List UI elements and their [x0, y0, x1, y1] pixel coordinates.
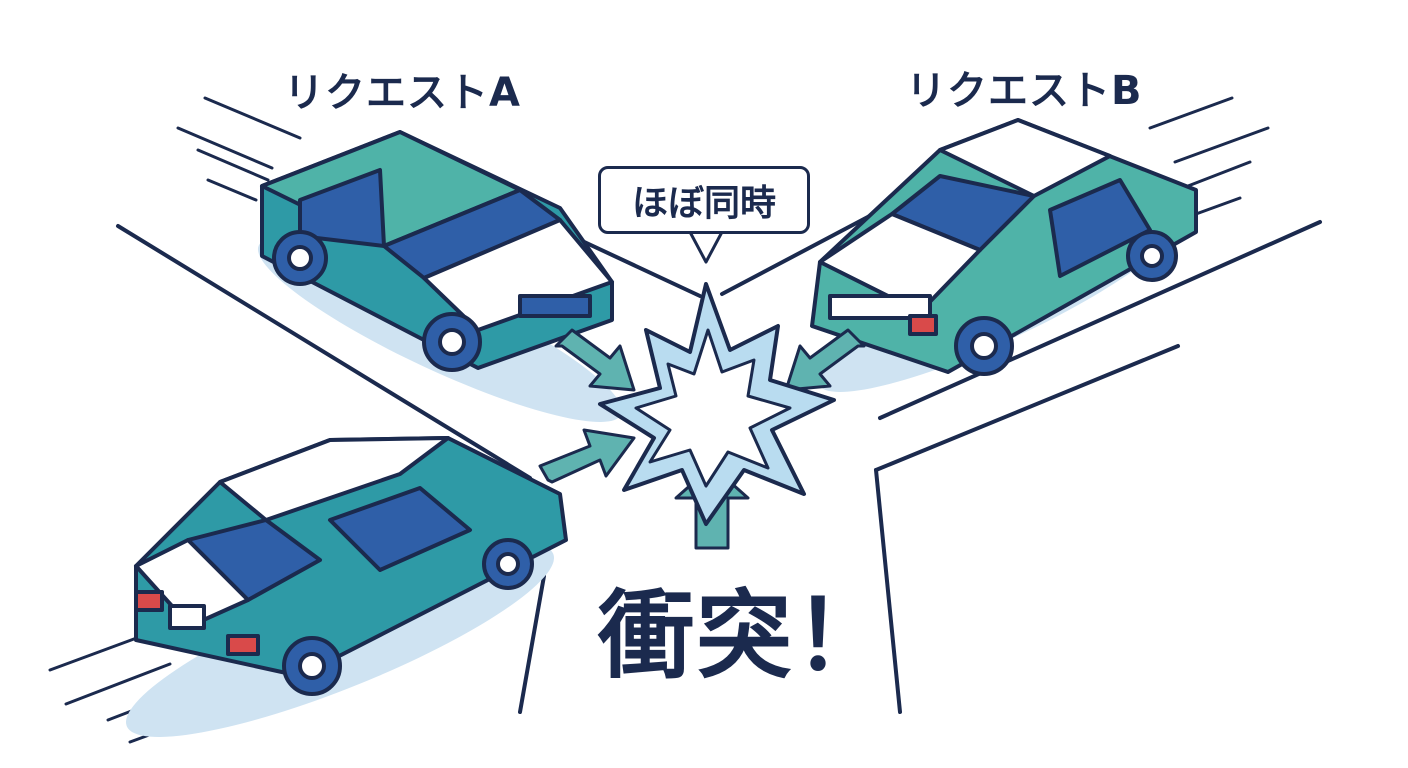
car-request-b — [810, 118, 1198, 392]
car-request-a — [257, 130, 623, 422]
request-a-label: リクエストA — [284, 70, 521, 116]
arrow-from-a — [554, 328, 636, 392]
arrow-from-lower — [538, 428, 636, 484]
collision-text: 衝突！ — [598, 580, 892, 692]
speed-lines-b — [1148, 96, 1270, 216]
almost-same-time-text: ほぼ同時 — [631, 183, 776, 224]
collision-burst — [598, 282, 836, 526]
speech-bubble: ほぼ同時 — [598, 166, 810, 234]
bubble-tail — [688, 230, 724, 264]
speed-lines-a — [176, 96, 302, 202]
car-lower — [125, 436, 568, 737]
request-b-label: リクエストB — [906, 68, 1143, 114]
